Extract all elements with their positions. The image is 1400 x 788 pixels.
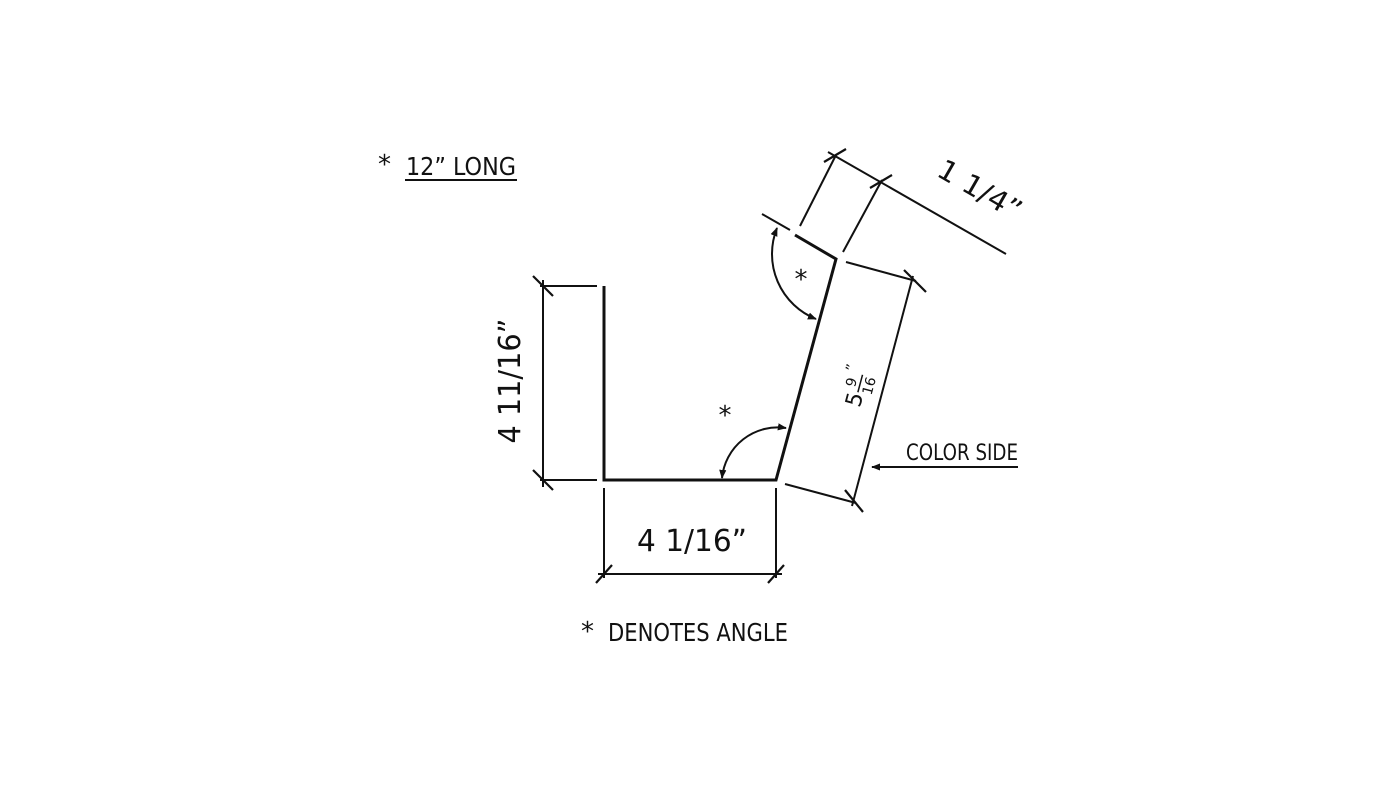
flange-tick-right: [869, 174, 893, 189]
slope-extension-top: [845, 261, 917, 282]
length-asterisk: *: [378, 150, 391, 180]
slope-fraction-bar: [857, 374, 864, 393]
slope-denominator: 16: [860, 375, 880, 396]
flange-dimension-line: [827, 151, 1007, 255]
flange-extension-right: [842, 179, 883, 253]
hem-reference-line: [761, 213, 791, 231]
lower-angle-asterisk: *: [719, 401, 732, 431]
slope-tick-bottom: [844, 489, 864, 513]
upper-angle-asterisk: *: [795, 265, 808, 295]
left-tick-bottom: [532, 469, 554, 491]
color-side-label: COLOR SIDE: [906, 441, 1018, 466]
slope-inch-mark: ”: [843, 362, 860, 373]
profile-outline: [602, 233, 838, 482]
flange-extension-left: [799, 154, 837, 227]
left-height-label: 4 11/16”: [493, 319, 528, 444]
upper-angle-arc: [770, 227, 817, 320]
angle-note: DENOTES ANGLE: [608, 618, 788, 647]
left-tick-top: [532, 275, 554, 297]
slope-numerator: 9: [843, 376, 861, 389]
bottom-width-label: 4 1/16”: [637, 524, 747, 559]
slope-whole: 5: [841, 390, 869, 410]
bottom-tick-left: [595, 564, 613, 584]
slope-extension-bottom: [784, 483, 857, 504]
lower-angle-arc: [719, 423, 787, 479]
slope-label: 5 9 16 ”: [841, 362, 880, 410]
slope-tick-top: [903, 269, 927, 293]
flange-tick-left: [823, 148, 847, 163]
slope-dimension-line: [851, 275, 914, 507]
angle-note-asterisk: *: [581, 617, 594, 647]
flange-label: 1 1/4”: [932, 152, 1028, 227]
bottom-tick-right: [767, 564, 785, 584]
length-note: 12” LONG: [406, 152, 516, 181]
